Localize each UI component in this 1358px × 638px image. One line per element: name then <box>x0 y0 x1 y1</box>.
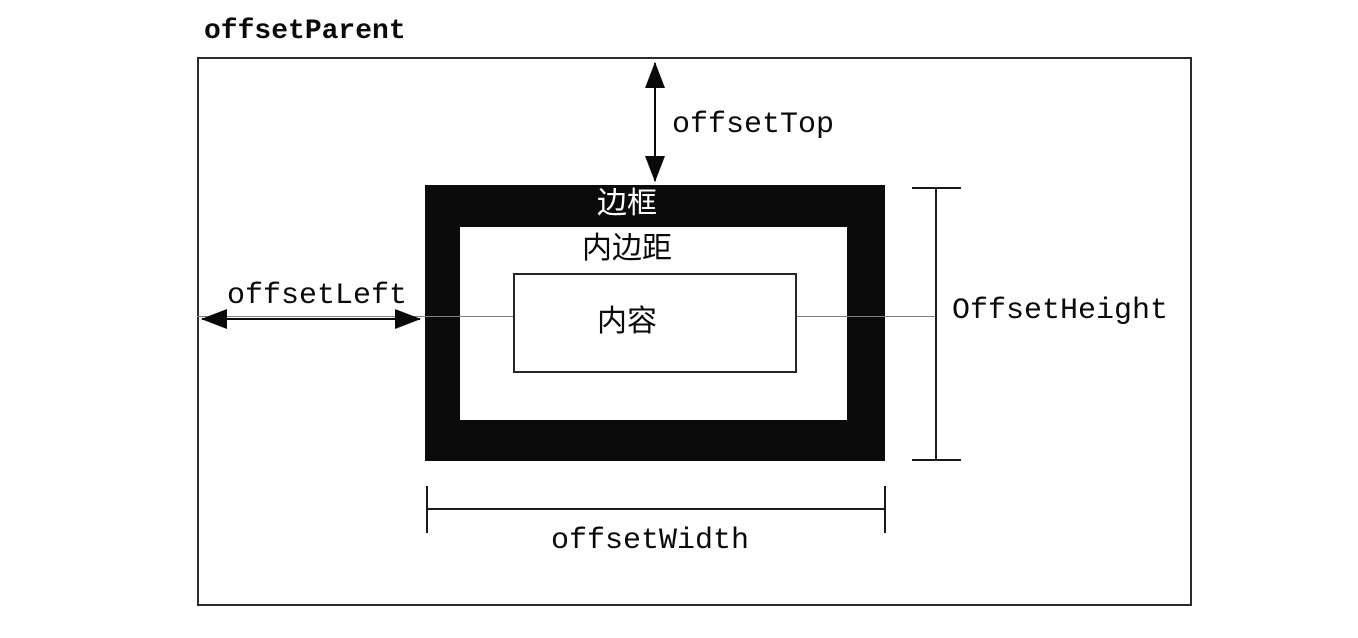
content-label: 内容 <box>597 305 657 338</box>
offset-left-label: offsetLeft <box>227 279 408 313</box>
border-label: 边框 <box>597 187 657 220</box>
offset-height-label: OffsetHeight <box>952 294 1169 328</box>
offset-top-label: offsetTop <box>672 108 835 142</box>
offset-width-label: offsetWidth <box>551 524 750 558</box>
content-box <box>513 273 797 373</box>
padding-label: 内边距 <box>582 232 672 265</box>
diagram-title: offsetParent <box>204 16 406 47</box>
